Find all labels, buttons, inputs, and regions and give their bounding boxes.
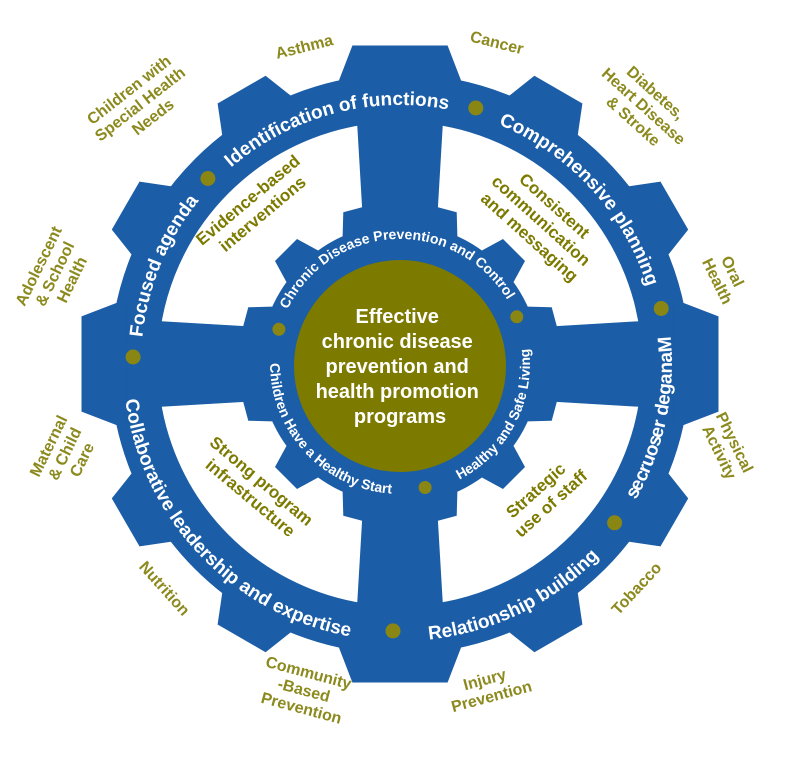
outer-gear-tooth	[217, 586, 296, 653]
topic-label-cancer: Cancer	[468, 29, 525, 59]
outer-segment-dot	[200, 171, 216, 186]
outer-gear-big-tooth	[672, 298, 719, 430]
inner-gear-tooth	[478, 239, 525, 286]
outer-gear-big-tooth	[81, 298, 128, 430]
outer-gear-tooth	[622, 468, 689, 547]
topic-label-nutrition: Nutrition	[135, 559, 192, 620]
outer-gear-tooth	[217, 75, 296, 142]
topic-label-line: Cancer	[468, 29, 525, 59]
inner-gear-tooth	[275, 442, 322, 489]
inner-gear-tooth	[411, 487, 458, 524]
center-hub-circle	[294, 260, 506, 472]
topic-label-line: Asthma	[274, 32, 335, 63]
center-title-line: health promotion	[316, 381, 479, 403]
inner-gear-tooth	[411, 204, 458, 241]
inner-gear-tooth	[342, 204, 389, 241]
inner-gear-tooth	[523, 306, 560, 353]
outer-segment-dot	[468, 100, 484, 116]
topic-label-line: Nutrition	[135, 559, 192, 620]
inner-segment-dot	[418, 481, 432, 494]
outer-segment-dot	[653, 301, 669, 316]
topic-label-physical-activity: Physical Activity	[696, 410, 758, 488]
outer-segment-dot	[607, 515, 623, 531]
topic-label-tobacco: Tobacco	[609, 559, 666, 618]
topic-label-adolescent: Adolescent & School Health	[13, 220, 100, 325]
outer-gear-tooth	[111, 181, 178, 260]
topic-label-oral-health: Oral Health	[698, 248, 751, 307]
inner-gear-tooth	[240, 306, 277, 353]
topic-label-maternal: Maternal & Child Care	[27, 409, 105, 495]
inner-gear-tooth	[523, 375, 560, 422]
segment-dots	[125, 100, 669, 639]
inner-gear-tooth	[240, 375, 277, 422]
topic-label-injury: Injury Prevention	[445, 661, 534, 716]
topic-label-asthma: Asthma	[274, 32, 335, 63]
center-title-line: chronic disease	[322, 331, 473, 353]
outer-gear-big-tooth	[334, 45, 466, 92]
inner-segment-dot	[272, 322, 286, 336]
center-title-line: programs	[354, 406, 446, 428]
center-title: Effective chronic disease prevention and…	[316, 306, 485, 428]
center-title-line: Effective	[356, 306, 439, 328]
outer-segment-dot	[385, 623, 401, 639]
inner-gear-tooth	[342, 487, 389, 524]
outer-gear-tooth	[111, 468, 178, 547]
center-title-line: prevention and	[326, 356, 469, 378]
outer-gear-tooth	[504, 586, 583, 653]
outer-gear-tooth	[622, 181, 689, 260]
topic-label-children-special: Children with Special Health Needs	[81, 47, 203, 159]
inner-gear-tooth	[275, 239, 322, 286]
topic-label-diabetes: Diabetes, Heart Disease & Stroke	[586, 52, 703, 165]
topic-label-line: Tobacco	[609, 559, 666, 618]
outer-gear-tooth	[504, 75, 583, 142]
outer-gear-big-tooth	[334, 636, 466, 683]
topic-label-community: Community -Based Prevention	[254, 654, 357, 729]
inner-segment-dot	[510, 310, 524, 324]
inner-gear-tooth	[478, 442, 525, 489]
outer-segment-dot	[125, 349, 141, 365]
